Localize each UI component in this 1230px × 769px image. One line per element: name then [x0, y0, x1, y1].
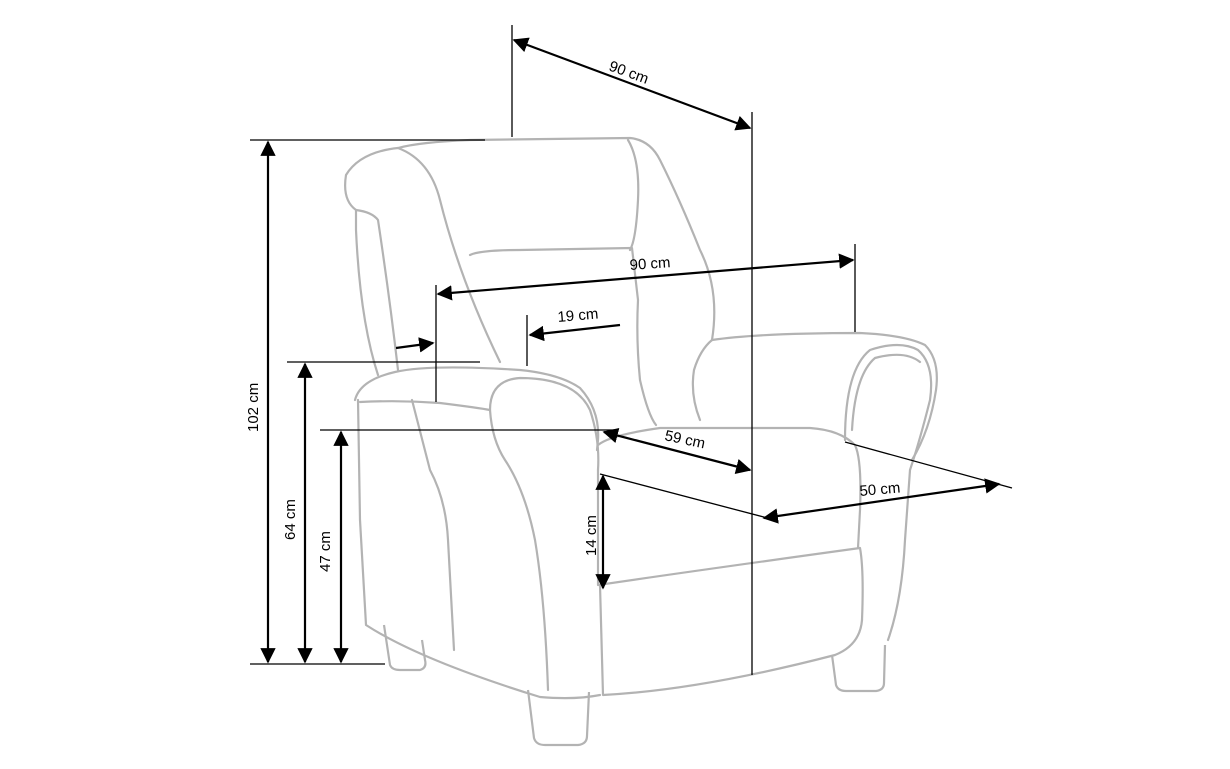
seat-base: [598, 583, 864, 697]
dimension-lines: [250, 25, 1013, 675]
seat-depth-dimension: [602, 428, 752, 474]
seat-cushion-front: [596, 468, 864, 622]
left-side-panel: [356, 398, 602, 700]
left-arm-front-inner: [488, 408, 550, 692]
width-arms-dimension: [436, 253, 855, 301]
left-armrest: [353, 366, 600, 452]
width-top-dimension: [512, 37, 752, 131]
height-seat-label: 47 cm: [317, 531, 334, 572]
seat-cushion-top: [596, 426, 862, 550]
front-right-leg: [830, 644, 887, 693]
seat-depth-extension: [599, 473, 776, 521]
backrest-outline: [344, 146, 400, 377]
front-left-leg: [526, 689, 591, 747]
left-side-seam: [410, 398, 456, 652]
height-arm-label: 64 cm: [282, 499, 299, 540]
backrest-front-edge: [396, 146, 502, 364]
seat-width-label: 50 cm: [859, 479, 901, 499]
height-total-label: 102 cm: [245, 383, 262, 432]
arm-width-dimension-right: [528, 323, 621, 342]
cushion-height-label: 14 cm: [583, 515, 600, 556]
left-armrest-seam: [358, 400, 492, 412]
backrest-wing-left: [354, 208, 400, 372]
arm-width-dimension-left: [395, 337, 435, 353]
dimension-labels: 90 cm 90 cm 19 cm 102 cm 64 cm 47 cm 59 …: [245, 58, 901, 572]
right-armrest-front: [843, 343, 933, 642]
headrest-pad: [468, 246, 658, 427]
seat-width-dimension: [762, 478, 1001, 524]
arm-width-label: 19 cm: [557, 305, 599, 325]
backrest-wing-right: [626, 138, 640, 252]
right-armrest: [691, 338, 714, 422]
right-armrest-top: [710, 331, 938, 462]
left-arm-front: [488, 376, 600, 472]
width-arms-label: 90 cm: [629, 254, 671, 274]
right-armrest-front-inner: [850, 353, 922, 432]
